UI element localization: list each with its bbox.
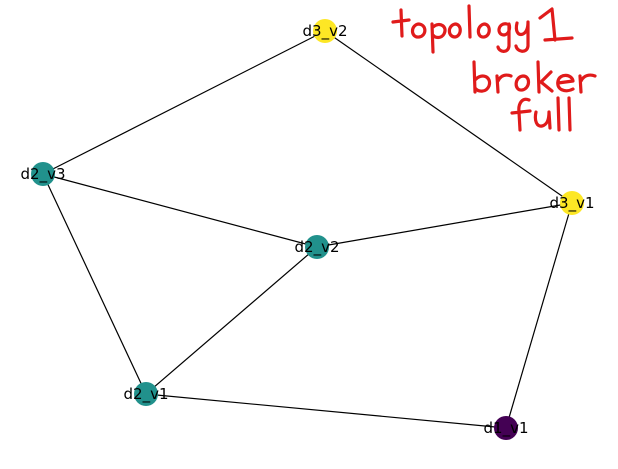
node-d3_v1 — [560, 191, 584, 215]
edge-d3_v1-d2_v2 — [316, 202, 573, 248]
handwritten-annotation — [391, 4, 597, 132]
node-d2_v1 — [134, 382, 158, 406]
edge-d3_v1-d1_v1 — [505, 202, 573, 429]
node-label-d3_v1: d3_v1 — [550, 194, 595, 213]
graph-edges — [42, 30, 573, 429]
edge-d2_v1-d1_v1 — [145, 393, 507, 429]
graph-node-labels: d3_v2 d2_v3 d3_v1 d2_v2 d2_v1 d1_v1 — [21, 22, 595, 438]
node-label-d2_v1: d2_v1 — [124, 385, 169, 404]
handwriting-word-topology — [391, 4, 530, 54]
node-label-d2_v2: d2_v2 — [295, 238, 340, 257]
edge-d2_v3-d2_v1 — [42, 173, 147, 395]
handwriting-word-broker — [472, 60, 597, 94]
handwriting-word-full — [510, 96, 572, 132]
edge-d2_v3-d2_v2 — [42, 173, 318, 248]
node-d3_v2 — [313, 19, 337, 43]
node-d2_v3 — [31, 162, 55, 186]
edge-d3_v2-d3_v1 — [324, 30, 573, 204]
node-label-d1_v1: d1_v1 — [484, 419, 529, 438]
graph-nodes — [31, 19, 584, 440]
edge-d3_v2-d2_v3 — [42, 30, 326, 175]
node-label-d2_v3: d2_v3 — [21, 165, 66, 184]
edge-d2_v2-d2_v1 — [145, 246, 318, 395]
node-d1_v1 — [494, 416, 518, 440]
node-d2_v2 — [305, 235, 329, 259]
node-label-d3_v2: d3_v2 — [303, 22, 348, 41]
handwriting-number-one — [538, 7, 574, 42]
